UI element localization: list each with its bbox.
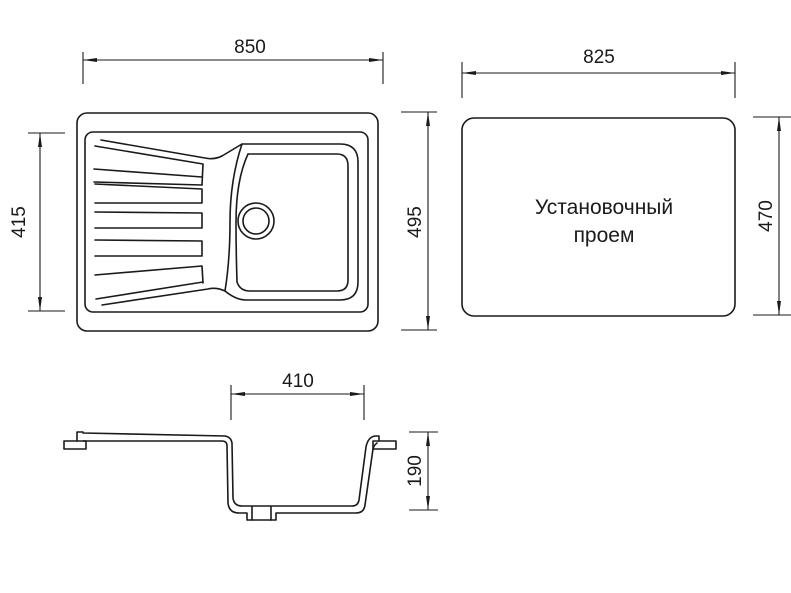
dimension-depth-190: 190: [405, 431, 438, 511]
bowl-outer-edge: [221, 143, 359, 301]
cutout-label-line2: проем: [574, 224, 635, 247]
dimension-height-415: 415: [9, 132, 65, 312]
drain-inner-ring: [242, 207, 270, 235]
dimension-label-825: 825: [583, 47, 615, 68]
drain-outer-ring: [237, 202, 275, 240]
cutout-outline: [461, 117, 736, 317]
right-mounting-clip: [372, 440, 397, 450]
cutout-label-line1: Установочный: [535, 196, 673, 219]
sink-side-section: [63, 431, 397, 521]
dimension-width-410: 410: [230, 371, 365, 420]
dimension-label-470: 470: [756, 200, 777, 232]
installation-cutout: Установочный проем: [461, 117, 736, 317]
dimension-label-495: 495: [405, 206, 426, 238]
sink-top-view: [76, 112, 379, 332]
dimension-width-825: 825: [461, 47, 736, 98]
left-mounting-clip: [63, 440, 87, 450]
dimension-label-415: 415: [9, 206, 30, 238]
bowl-inner-edge: [235, 153, 349, 292]
dimension-label-410: 410: [282, 371, 314, 392]
dimension-label-850: 850: [234, 37, 266, 58]
sink-underside-profile: [82, 440, 378, 521]
dimension-height-495: 495: [401, 111, 437, 331]
drain-outlet: [251, 506, 272, 521]
sink-inner-rim: [84, 131, 369, 313]
dimension-height-470: 470: [753, 116, 791, 316]
sink-outer-rim: [76, 112, 379, 332]
dimension-label-190: 190: [405, 455, 426, 487]
drainboard-grooves: [93, 139, 226, 306]
dimension-width-850: 850: [82, 37, 384, 84]
sink-top-surface-profile: [76, 431, 380, 507]
